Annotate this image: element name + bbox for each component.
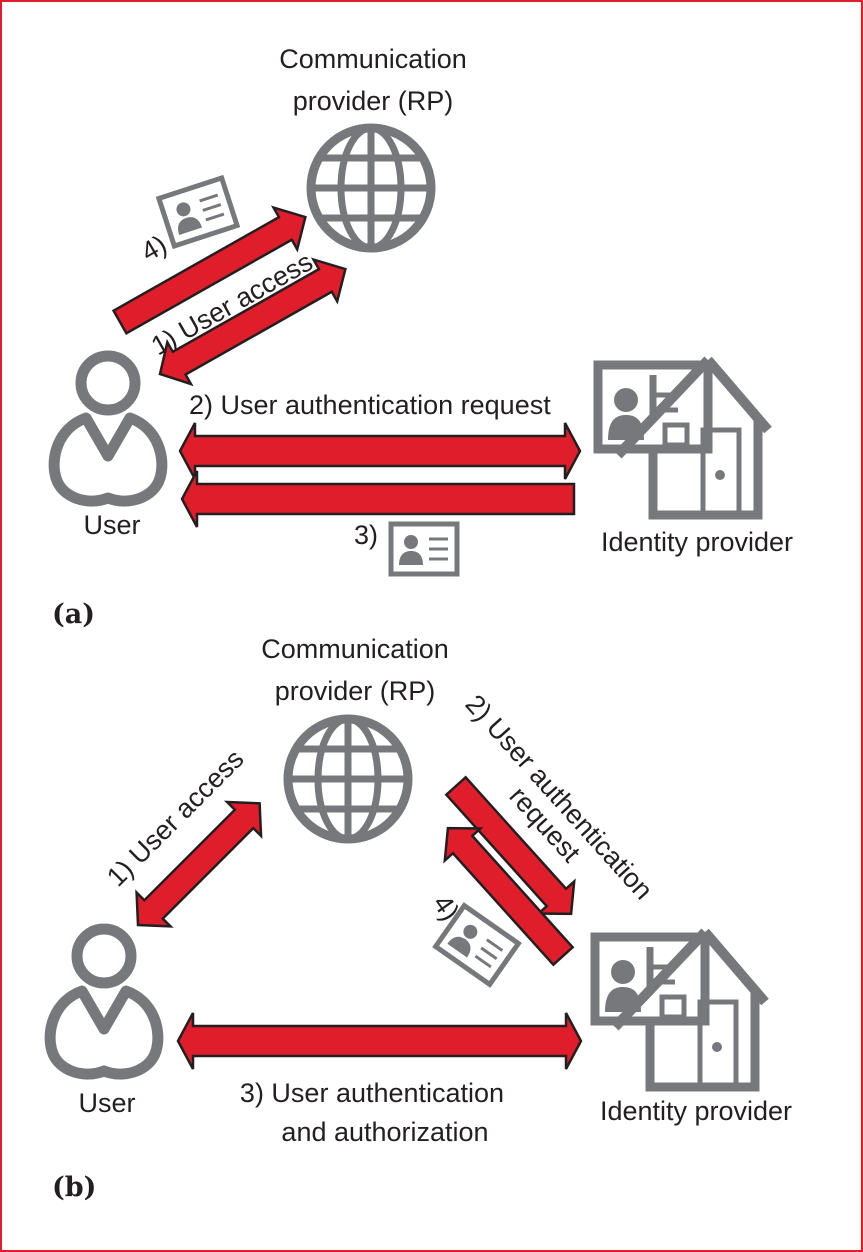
panel-b: Communication provider (RP) 1) User acce… bbox=[50, 634, 792, 1203]
panel-label-a: (a) bbox=[52, 599, 95, 630]
arrow-step4 bbox=[111, 205, 307, 336]
arrow-step2 bbox=[178, 422, 582, 480]
step3-label-line1: 3) User authentication bbox=[240, 1078, 504, 1108]
identity-house-icon bbox=[598, 360, 768, 515]
step4-label: 4) bbox=[136, 229, 172, 267]
step4-label: 4) bbox=[427, 889, 465, 926]
rp-label-line2: provider (RP) bbox=[293, 86, 454, 116]
globe-icon bbox=[311, 128, 431, 248]
rp-label-line2: provider (RP) bbox=[275, 676, 436, 706]
arrow-step1 bbox=[135, 800, 263, 928]
idp-label: Identity provider bbox=[600, 1096, 792, 1126]
id-card-icon bbox=[391, 524, 457, 574]
idp-label: Identity provider bbox=[601, 527, 793, 557]
rp-label-line1: Communication bbox=[279, 44, 467, 74]
arrow-step1 bbox=[158, 257, 347, 387]
arrow-step4 bbox=[443, 826, 575, 967]
identity-house-icon bbox=[595, 932, 765, 1087]
globe-icon bbox=[288, 719, 408, 839]
arrow-step3 bbox=[180, 470, 576, 528]
user-label: User bbox=[83, 510, 140, 540]
panel-label-b: (b) bbox=[52, 1172, 96, 1203]
arrow-step3 bbox=[176, 1012, 583, 1070]
user-label: User bbox=[78, 1088, 135, 1118]
step3-label: 3) bbox=[354, 520, 378, 550]
step3-label-line2: and authorization bbox=[281, 1117, 488, 1147]
rp-label-line1: Communication bbox=[261, 634, 449, 664]
user-icon bbox=[50, 929, 158, 1074]
arrow-step2 bbox=[444, 775, 576, 916]
id-card-icon bbox=[159, 178, 237, 246]
user-icon bbox=[54, 356, 162, 501]
step2-label: 2) User authentication request bbox=[189, 390, 551, 420]
panel-a: Communication provider (RP) 4) 1) User a… bbox=[52, 44, 793, 630]
